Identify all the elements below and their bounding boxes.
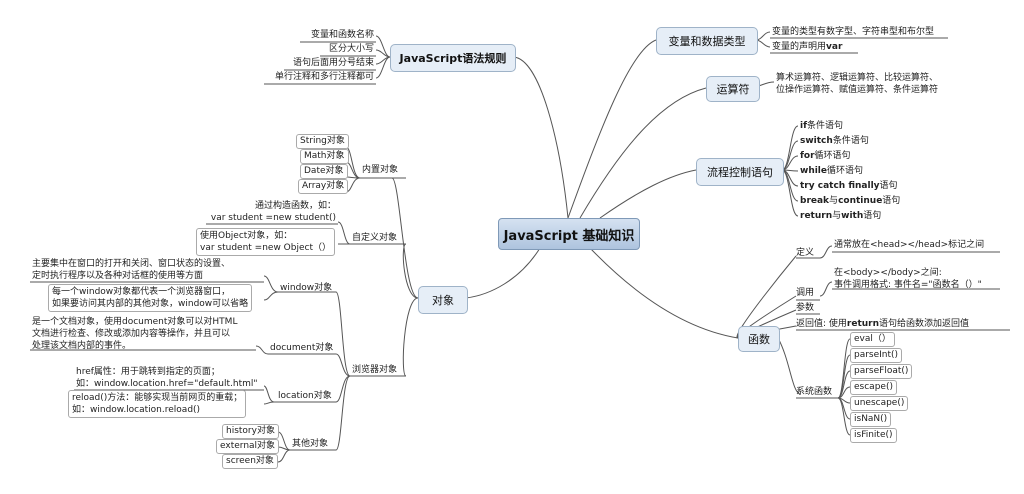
builtin-item: Math对象 — [300, 149, 349, 164]
func-def-text: 通常放在<head></head>标记之间 — [834, 240, 985, 250]
document-line: 处理该文档内部的事件。 — [32, 341, 132, 351]
syntax-item: 单行注释和多行注释都可 — [274, 72, 374, 82]
window-line: 每一个window对象都代表一个浏览器窗口， — [52, 287, 231, 297]
func-call-line: 在<body></body>之间: — [834, 268, 942, 278]
sys-func-item: isNaN() — [850, 412, 892, 427]
flow-item: while循环语句 — [800, 166, 864, 176]
window-line: 定时执行程序以及各种对话框的使用等方面 — [32, 271, 204, 281]
other-item: history对象 — [222, 424, 279, 439]
flow-item: switch条件语句 — [800, 136, 869, 146]
root-node[interactable]: JavaScript 基础知识 — [498, 218, 640, 250]
func-sys-label: 系统函数 — [796, 387, 833, 397]
flow-item: return与with语句 — [800, 211, 882, 221]
sys-func-item: isFinite() — [850, 428, 897, 443]
sys-func-item: eval（） — [850, 332, 895, 347]
node-objects-label: 对象 — [432, 294, 454, 307]
custom-line: 使用Object对象，如： — [200, 231, 293, 241]
operators-line: 算术运算符、逻辑运算符、比较运算符、 — [776, 73, 939, 83]
node-syntax[interactable]: JavaScript语法规则 — [390, 44, 516, 72]
location-line: href属性：用于跳转到指定的页面； — [76, 367, 220, 377]
browser-label: 浏览器对象 — [352, 365, 398, 375]
sys-func-item: parseInt() — [850, 348, 903, 363]
location-line: 如：window.location.href="default.html" — [76, 379, 258, 389]
func-return-text: 返回值: 使用return语句给函数添加返回值 — [796, 319, 970, 329]
other-item: screen对象 — [222, 454, 278, 469]
location-label: location对象 — [278, 391, 332, 401]
sys-func-item: parseFloat() — [850, 364, 913, 379]
func-call-line: 事件调用格式: 事件名="函数名（）" — [834, 280, 982, 290]
window-line: 如果要访问其内部的其他对象，window可以省略 — [52, 299, 249, 309]
custom-line: 通过构造函数，如： — [254, 201, 336, 211]
document-label: document对象 — [270, 343, 334, 353]
builtin-label: 内置对象 — [362, 165, 399, 175]
window-label: window对象 — [280, 283, 333, 293]
sys-func-item: escape() — [850, 380, 897, 395]
flow-item: try catch finally语句 — [800, 181, 898, 191]
func-call-text: 在<body></body>之间: 事件调用格式: 事件名="函数名（）" — [834, 267, 982, 291]
custom-label: 自定义对象 — [352, 233, 398, 243]
custom-line: var student =new student() — [210, 213, 336, 223]
variables-item: 变量的类型有数字型、字符串型和布尔型 — [772, 27, 935, 37]
func-param-label: 参数 — [796, 303, 815, 313]
node-variables-label: 变量和数据类型 — [668, 35, 746, 48]
func-call-label: 调用 — [796, 288, 815, 298]
node-objects[interactable]: 对象 — [418, 286, 468, 314]
builtin-item: Array对象 — [298, 179, 349, 194]
node-operators[interactable]: 运算符 — [706, 76, 760, 102]
window-box: 每一个window对象都代表一个浏览器窗口， 如果要访问其内部的其他对象，win… — [48, 284, 253, 312]
window-line: 主要集中在窗口的打开和关闭、窗口状态的设置、 — [32, 259, 231, 269]
builtin-item: Date对象 — [300, 164, 348, 179]
other-item: external对象 — [216, 439, 280, 454]
custom-object-box: 使用Object对象，如： var student =new Object（） — [196, 228, 335, 256]
location-line: 如：window.location.reload() — [72, 405, 201, 415]
node-functions-label: 函数 — [748, 333, 770, 346]
location-reload-box: reload()方法：能够实现当前网页的重载； 如：window.locatio… — [68, 390, 247, 418]
node-syntax-label: JavaScript语法规则 — [399, 52, 507, 65]
location-line: reload()方法：能够实现当前网页的重载； — [72, 393, 243, 403]
syntax-item: 变量和函数名称 — [310, 30, 374, 40]
document-line: 是一个文档对象，使用document对象可以对HTML — [32, 317, 238, 327]
other-label: 其他对象 — [292, 439, 329, 449]
flow-item: if条件语句 — [800, 121, 844, 131]
node-operators-label: 运算符 — [716, 83, 750, 96]
root-label: JavaScript 基础知识 — [503, 228, 635, 244]
document-text: 是一个文档对象，使用document对象可以对HTML 文档进行检查、修改或添加… — [32, 316, 237, 352]
func-def-label: 定义 — [796, 248, 815, 258]
node-functions[interactable]: 函数 — [738, 326, 780, 352]
document-line: 文档进行检查、修改或添加内容等操作，并且可以 — [32, 329, 231, 339]
operators-text: 算术运算符、逻辑运算符、比较运算符、 位操作运算符、赋值运算符、条件运算符 — [776, 72, 938, 96]
flow-item: break与continue语句 — [800, 196, 901, 206]
builtin-item: String对象 — [296, 134, 349, 149]
operators-line: 位操作运算符、赋值运算符、条件运算符 — [776, 85, 939, 95]
node-variables[interactable]: 变量和数据类型 — [656, 27, 758, 55]
flow-item: for循环语句 — [800, 151, 851, 161]
custom-line: var student =new Object（） — [200, 243, 331, 253]
syntax-item: 区分大小写 — [328, 44, 374, 54]
variables-item: 变量的声明用var — [772, 42, 843, 52]
custom-constructor-text: 通过构造函数，如： var student =new student() — [140, 200, 336, 224]
node-flow-control-label: 流程控制语句 — [707, 166, 773, 179]
sys-func-item: unescape() — [850, 396, 909, 411]
location-href-text: href属性：用于跳转到指定的页面； 如：window.location.hre… — [76, 366, 258, 390]
syntax-item: 语句后面用分号结束 — [292, 58, 374, 68]
window-text-a: 主要集中在窗口的打开和关闭、窗口状态的设置、 定时执行程序以及各种对话框的使用等… — [32, 258, 230, 282]
node-flow-control[interactable]: 流程控制语句 — [696, 158, 784, 186]
